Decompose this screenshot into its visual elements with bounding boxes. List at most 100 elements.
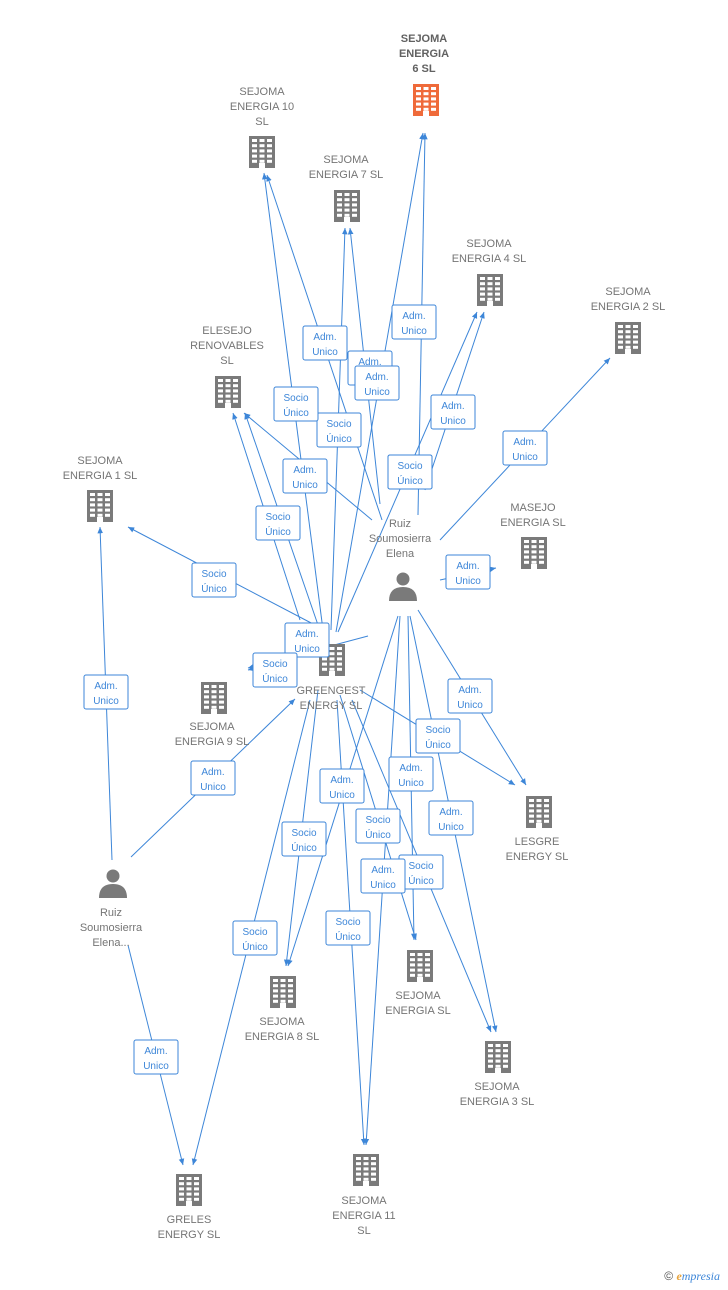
edge-label[interactable]: Adm.Unico bbox=[354, 365, 400, 401]
building-window bbox=[194, 1177, 199, 1180]
brand-logo[interactable]: empresia bbox=[676, 1269, 720, 1283]
building-window bbox=[488, 1054, 493, 1058]
edge-label[interactable]: Adm.Unico bbox=[388, 756, 434, 792]
building-window bbox=[105, 498, 110, 502]
building-window bbox=[218, 399, 223, 403]
edge-label[interactable]: Adm.Unico bbox=[428, 800, 474, 836]
edge-label-text: Socio bbox=[425, 725, 450, 736]
building-window bbox=[90, 513, 95, 517]
building-window bbox=[194, 1197, 199, 1201]
building-window bbox=[267, 144, 272, 148]
building-window bbox=[544, 809, 549, 813]
edge-label[interactable]: Adm.Unico bbox=[502, 430, 548, 466]
node-label: ENERGIA bbox=[399, 48, 449, 60]
building-window bbox=[352, 203, 357, 207]
edge-label-box bbox=[388, 756, 434, 792]
edge-label-text: Adm. bbox=[456, 561, 479, 572]
edge-label[interactable]: Adm.Unico bbox=[430, 394, 476, 430]
building-window bbox=[233, 394, 238, 398]
building-icon bbox=[521, 537, 547, 569]
building-window bbox=[186, 1182, 192, 1186]
building-window bbox=[539, 545, 544, 549]
building-window bbox=[618, 330, 623, 334]
building-window bbox=[344, 193, 350, 196]
building-window bbox=[97, 508, 103, 512]
person-icon bbox=[389, 572, 417, 601]
building-window bbox=[194, 1182, 199, 1186]
building-window bbox=[225, 384, 231, 388]
edge-label[interactable]: Adm.Unico bbox=[284, 622, 330, 658]
node-label: ENERGY SL bbox=[300, 700, 363, 712]
building-window bbox=[425, 953, 430, 956]
building-icon bbox=[407, 950, 433, 982]
building-door bbox=[186, 1201, 192, 1206]
building-window bbox=[194, 1192, 199, 1196]
edge-label[interactable]: Adm.Unico bbox=[83, 674, 129, 710]
node-label: ENERGIA 11 bbox=[332, 1210, 395, 1222]
building-window bbox=[417, 963, 423, 967]
edge-label[interactable]: Adm.Unico bbox=[282, 458, 328, 494]
edge-label-text: Unico bbox=[370, 880, 396, 891]
edge-label[interactable]: Adm.Unico bbox=[190, 760, 236, 796]
edge-label[interactable]: Adm.Unico bbox=[445, 554, 491, 590]
edge-label-box bbox=[447, 678, 493, 714]
node-label: 6 SL bbox=[412, 63, 436, 75]
edge-label-text: Socio bbox=[242, 927, 267, 938]
edge-label[interactable]: Adm.Unico bbox=[302, 325, 348, 361]
edge-label[interactable]: Adm.Unico bbox=[133, 1039, 179, 1075]
building-door bbox=[487, 301, 493, 306]
building-window bbox=[488, 1049, 493, 1053]
building-window bbox=[179, 1197, 184, 1201]
building-window bbox=[280, 999, 286, 1003]
building-window bbox=[337, 647, 342, 650]
building-window bbox=[337, 203, 342, 207]
building-window bbox=[252, 159, 257, 163]
edge-label[interactable]: Adm.Unico bbox=[391, 304, 437, 340]
edge-label-text: Unico bbox=[143, 1061, 169, 1072]
building-window bbox=[337, 662, 342, 666]
edge-label-box bbox=[354, 365, 400, 401]
edge-label[interactable]: Adm.Unico bbox=[447, 678, 493, 714]
edge-label-text: Unico bbox=[457, 700, 483, 711]
building-icon bbox=[334, 190, 360, 222]
person-node[interactable]: RuizSoumosierraElena... bbox=[80, 869, 143, 950]
edge-label[interactable]: Adm.Unico bbox=[360, 858, 406, 894]
edge-label-text: Socio bbox=[283, 393, 308, 404]
building-window bbox=[211, 705, 217, 709]
edge-label-text: Único bbox=[326, 432, 352, 445]
building-window bbox=[233, 384, 238, 388]
building-window bbox=[495, 297, 500, 301]
building-window bbox=[625, 335, 631, 339]
building-window bbox=[416, 102, 421, 106]
edge-label[interactable]: Adm.Unico bbox=[319, 768, 365, 804]
edge-label-text: Adm. bbox=[313, 332, 336, 343]
